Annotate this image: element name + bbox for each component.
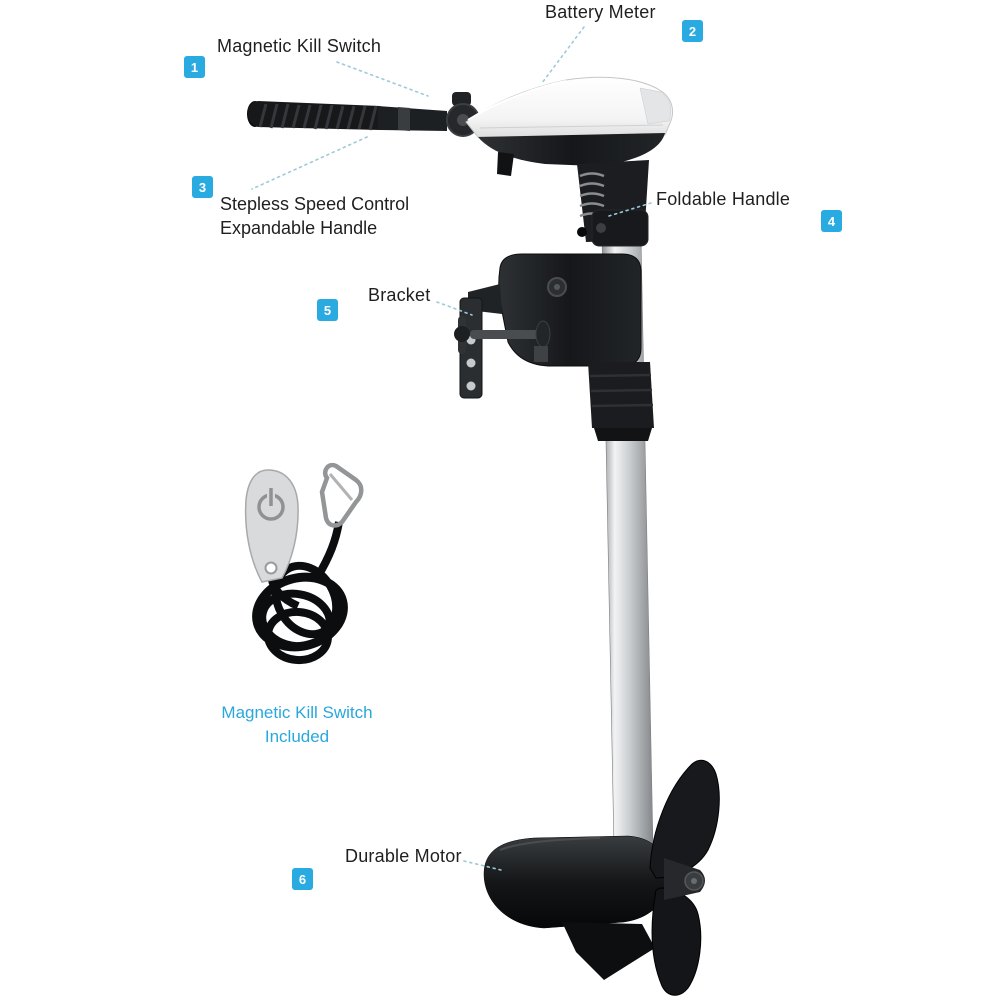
- folding-hinge: [591, 209, 649, 247]
- leader-line-1: [336, 61, 429, 97]
- callout-badge-3: 3: [192, 176, 213, 198]
- callout-badge-2: 2: [682, 20, 703, 42]
- callout-badge-5: 5: [317, 299, 338, 321]
- inset-caption-line-2: Included: [264, 727, 330, 746]
- leader-lines: [251, 26, 652, 871]
- clamp-screw: [454, 316, 551, 354]
- callout-badge-4: 4: [821, 210, 842, 232]
- carabiner-clip: [319, 462, 364, 528]
- motor-pod: [483, 835, 667, 980]
- battery-meter-display: [467, 80, 567, 121]
- callout-label-bracket: Bracket: [368, 285, 431, 305]
- motor-head: [465, 76, 674, 176]
- callout-label-magnetic-kill-switch: Magnetic Kill Switch: [217, 36, 382, 56]
- leader-line-5: [436, 301, 473, 316]
- leader-line-4: [608, 202, 652, 217]
- tiller-handle: [247, 92, 480, 137]
- depth-collar: [588, 362, 654, 441]
- skeg-fin: [562, 922, 655, 980]
- callout-badge-1: 1: [184, 56, 205, 78]
- callout-label-line-1: Stepless Speed Control: [220, 194, 410, 214]
- transom-bracket: [454, 253, 642, 399]
- inset-caption-line-1: Magnetic Kill Switch: [221, 703, 373, 722]
- kill-switch-inset: [244, 462, 364, 665]
- callout-label-durable-motor: Durable Motor: [345, 846, 462, 866]
- propeller: [649, 759, 720, 996]
- leader-line-2: [541, 26, 585, 84]
- leader-line-3: [251, 136, 368, 190]
- kill-switch-fob: [244, 469, 299, 583]
- callout-label-battery-meter: Battery Meter: [545, 2, 656, 22]
- power-icon: [257, 488, 285, 521]
- callout-label-speed-control-handle: Stepless Speed Control Expandable Handle: [220, 192, 409, 240]
- callout-badge-6: 6: [292, 868, 313, 890]
- lanyard-rope: [252, 521, 348, 665]
- callout-label-foldable-handle: Foldable Handle: [656, 189, 791, 209]
- inset-caption: Magnetic Kill Switch Included: [197, 701, 397, 749]
- callout-label-line-2: Expandable Handle: [220, 218, 378, 238]
- leader-line-6: [463, 860, 502, 871]
